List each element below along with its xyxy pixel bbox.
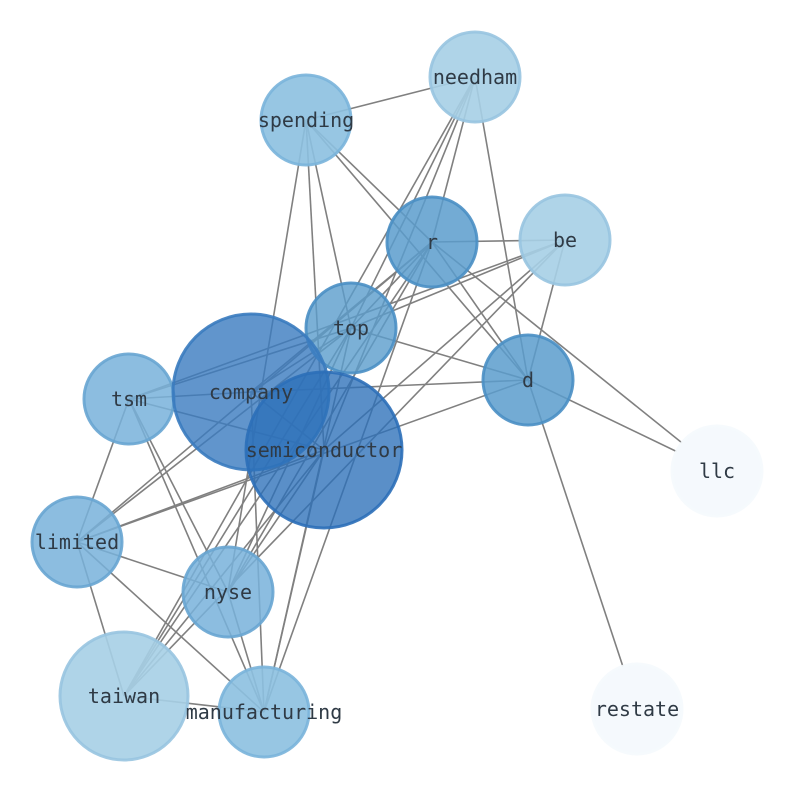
node-circle-r (385, 195, 479, 289)
node-nyse (181, 545, 275, 639)
node-label-restate: restate (595, 697, 679, 721)
node-circle-manufacturing (217, 665, 311, 759)
node-circle-limited (30, 495, 124, 589)
node-label-needham: needham (433, 65, 517, 89)
node-r (385, 195, 479, 289)
node-label-llc: llc (699, 459, 735, 483)
node-label-limited: limited (35, 530, 119, 554)
node-circle-taiwan (58, 630, 190, 762)
node-needham (428, 30, 522, 124)
node-manufacturing (217, 665, 311, 759)
node-circle-restate (590, 662, 684, 756)
edge-tsm-manufacturing (128, 398, 265, 713)
node-circle-top (304, 281, 398, 375)
node-top (304, 281, 398, 375)
node-limited (30, 495, 124, 589)
edge-r-llc (431, 241, 718, 472)
edge-d-restate (527, 379, 638, 710)
node-circle-llc (670, 424, 764, 518)
node-circle-nyse (181, 545, 275, 639)
node-label-manufacturing: manufacturing (186, 700, 343, 724)
node-restate (590, 662, 684, 756)
node-circle-spending (259, 73, 353, 167)
node-llc (670, 424, 764, 518)
node-label-be: be (553, 228, 577, 252)
node-label-nyse: nyse (204, 580, 252, 604)
node-spending (259, 73, 353, 167)
node-semiconductor (244, 370, 404, 530)
node-d (481, 333, 575, 427)
node-taiwan (58, 630, 190, 762)
node-label-r: r (426, 230, 438, 254)
node-circle-semiconductor (244, 370, 404, 530)
node-circle-needham (428, 30, 522, 124)
node-label-spending: spending (258, 108, 354, 132)
node-label-semiconductor: semiconductor (246, 438, 403, 462)
node-label-tsm: tsm (111, 387, 147, 411)
node-layer: taiwan needham be spending manufacturing llc r… (30, 30, 764, 762)
node-circle-be (518, 193, 612, 287)
node-label-d: d (522, 368, 534, 392)
node-circle-d (481, 333, 575, 427)
node-label-taiwan: taiwan (88, 684, 160, 708)
node-label-top: top (333, 316, 369, 340)
edge-needham-d (474, 76, 529, 381)
node-label-company: company (209, 380, 293, 404)
node-be (518, 193, 612, 287)
